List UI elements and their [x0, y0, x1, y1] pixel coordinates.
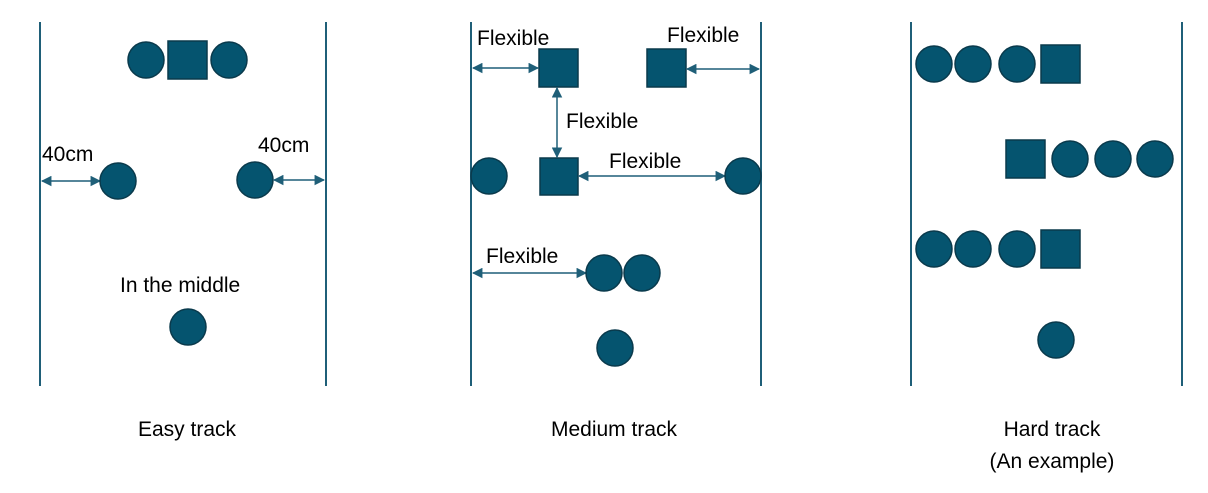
hard-track-subcaption: (An example): [990, 450, 1115, 473]
flexible-label-bottom: Flexible: [486, 245, 558, 268]
distance-label-left: 40cm: [42, 143, 93, 166]
cone: [585, 254, 623, 292]
box: [1040, 229, 1081, 269]
box: [1005, 139, 1046, 179]
cone: [210, 41, 248, 79]
cone: [915, 45, 953, 83]
cone: [596, 329, 634, 367]
cone: [169, 308, 207, 346]
cone: [954, 230, 992, 268]
cone: [236, 161, 274, 199]
cone: [1136, 140, 1174, 178]
medium-track-caption: Medium track: [551, 418, 678, 441]
cone: [998, 45, 1036, 83]
cone: [470, 157, 508, 195]
hard-track: Hard track (An example): [910, 22, 1183, 473]
cone: [1037, 321, 1075, 359]
cone: [998, 230, 1036, 268]
hard-track-caption: Hard track: [1004, 418, 1101, 441]
easy-track-caption: Easy track: [138, 418, 237, 441]
cone: [99, 162, 137, 200]
flexible-label-top-right: Flexible: [667, 24, 739, 47]
flexible-label-top-left: Flexible: [477, 27, 549, 50]
cone: [127, 41, 165, 79]
middle-label: In the middle: [120, 274, 240, 297]
cone: [724, 157, 762, 195]
cone: [1094, 140, 1132, 178]
cone: [623, 254, 661, 292]
cone: [954, 45, 992, 83]
cone: [1051, 140, 1089, 178]
box: [1040, 44, 1081, 84]
easy-track: 40cm 40cm In the middle Easy track: [39, 22, 327, 441]
cone: [915, 230, 953, 268]
box: [646, 48, 687, 88]
distance-label-right: 40cm: [258, 134, 309, 157]
box: [167, 40, 208, 80]
box: [538, 48, 579, 88]
flexible-label-vertical: Flexible: [566, 110, 638, 133]
box: [539, 157, 579, 196]
flexible-label-mid: Flexible: [609, 150, 681, 173]
medium-track: Flexible Flexible Flexible Flexible Flex…: [470, 22, 762, 441]
